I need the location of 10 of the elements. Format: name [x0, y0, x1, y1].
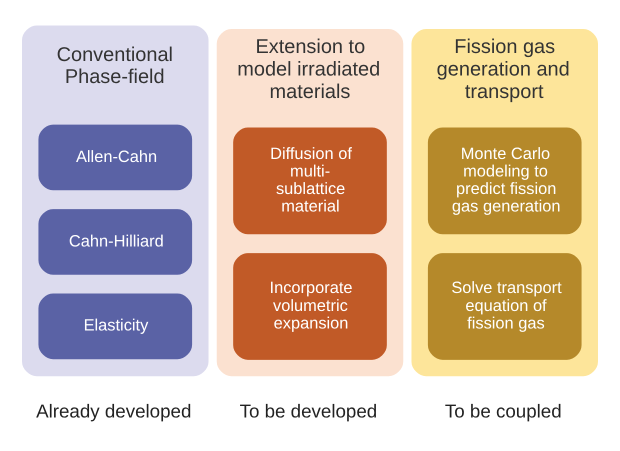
node-box: Solve transport equation of fission gas: [428, 253, 582, 360]
node-label: Already developed: [36, 400, 192, 422]
node-box: Cahn-Hilliard: [38, 209, 192, 275]
node-label: To be coupled: [444, 400, 562, 422]
node-box: Allen-Cahn: [38, 124, 192, 190]
node-box: Elasticity: [38, 294, 192, 360]
node-label: To be developed: [240, 400, 378, 422]
node-box: Monte Carlo modeling to predict fission gas generation: [428, 128, 582, 234]
node-box: Diffusion of multi-sublattice material: [233, 128, 387, 234]
node-box: Incorporate volumetric expansion: [233, 253, 387, 360]
